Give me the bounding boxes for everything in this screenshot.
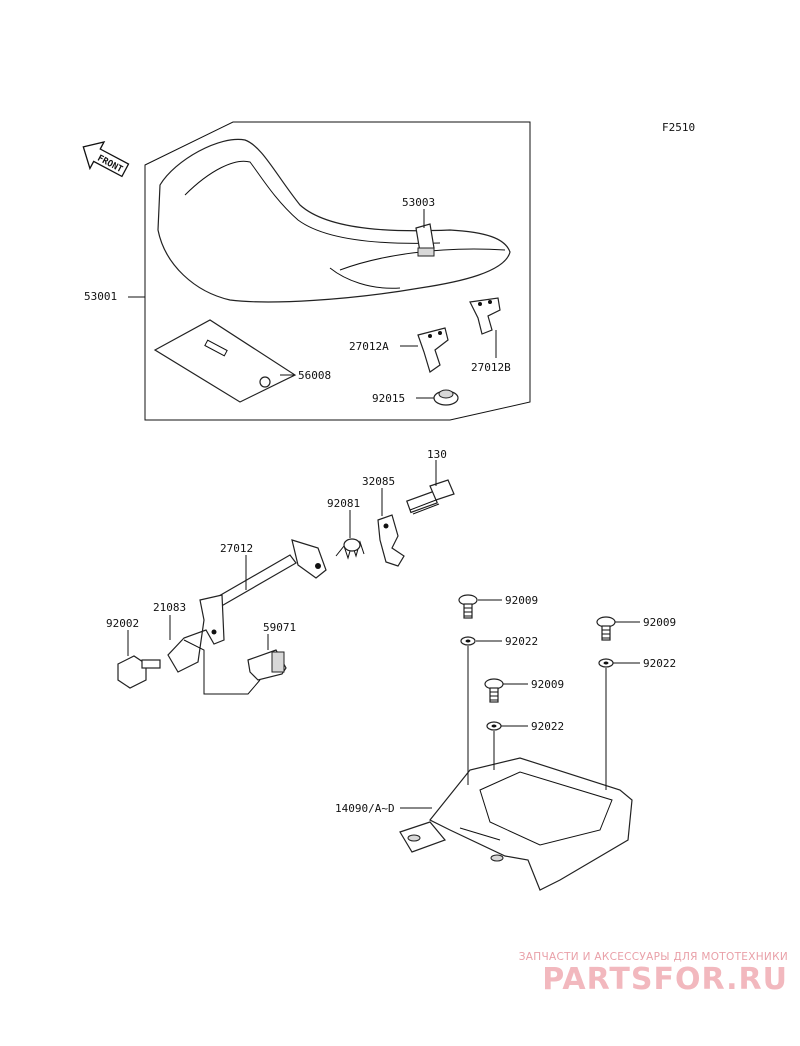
label-56008: 56008 — [298, 369, 331, 382]
watermark-logo: PARTSFOR.RU — [542, 962, 788, 997]
label-92081: 92081 — [327, 497, 360, 510]
label-32085: 32085 — [362, 475, 395, 488]
front-arrow-icon: FRONT — [82, 141, 130, 178]
bracket-27012a — [417, 327, 449, 373]
label-92009-c: 92009 — [643, 616, 676, 629]
seat-group-frame — [144, 121, 531, 421]
washer-92022-a — [460, 636, 476, 646]
bolt-130 — [406, 479, 455, 515]
label-130: 130 — [427, 448, 447, 461]
label-14090: 14090/A~D — [335, 802, 395, 815]
grommet-92015 — [433, 389, 459, 406]
tray-14090 — [399, 757, 633, 891]
tool-kit-56008 — [153, 319, 297, 403]
bracket-27012b — [469, 297, 501, 335]
screw-92009-b — [484, 678, 504, 703]
lever-32085 — [377, 514, 405, 567]
seat-53001 — [157, 138, 511, 303]
label-92002: 92002 — [106, 617, 139, 630]
label-21083: 21083 — [153, 601, 186, 614]
cable-59071 — [247, 649, 287, 681]
label-92022-b: 92022 — [531, 720, 564, 733]
label-27012a: 27012A — [349, 340, 389, 353]
bolt-92002 — [117, 655, 161, 689]
label-92009-b: 92009 — [531, 678, 564, 691]
seat-hook-53003 — [415, 223, 435, 257]
label-53001: 53001 — [84, 290, 117, 303]
watermark-tagline: ЗАПЧАСТИ И АКСЕССУАРЫ ДЛЯ МОТОТЕХНИКИ — [518, 951, 788, 963]
spring-92081 — [335, 538, 365, 560]
label-59071: 59071 — [263, 621, 296, 634]
label-53003: 53003 — [402, 196, 435, 209]
screw-92009-a — [458, 594, 478, 619]
label-92015: 92015 — [372, 392, 405, 405]
leader-lines — [127, 209, 640, 809]
label-27012b: 27012B — [471, 361, 511, 374]
screw-92009-c — [596, 616, 616, 641]
label-27012: 27012 — [220, 542, 253, 555]
washer-92022-c — [598, 658, 614, 668]
label-92009-a: 92009 — [505, 594, 538, 607]
label-92022-c: 92022 — [643, 657, 676, 670]
rod-27012 — [211, 539, 327, 609]
washer-92022-b — [486, 721, 502, 731]
label-92022-a: 92022 — [505, 635, 538, 648]
figure-code: F2510 — [662, 121, 695, 134]
